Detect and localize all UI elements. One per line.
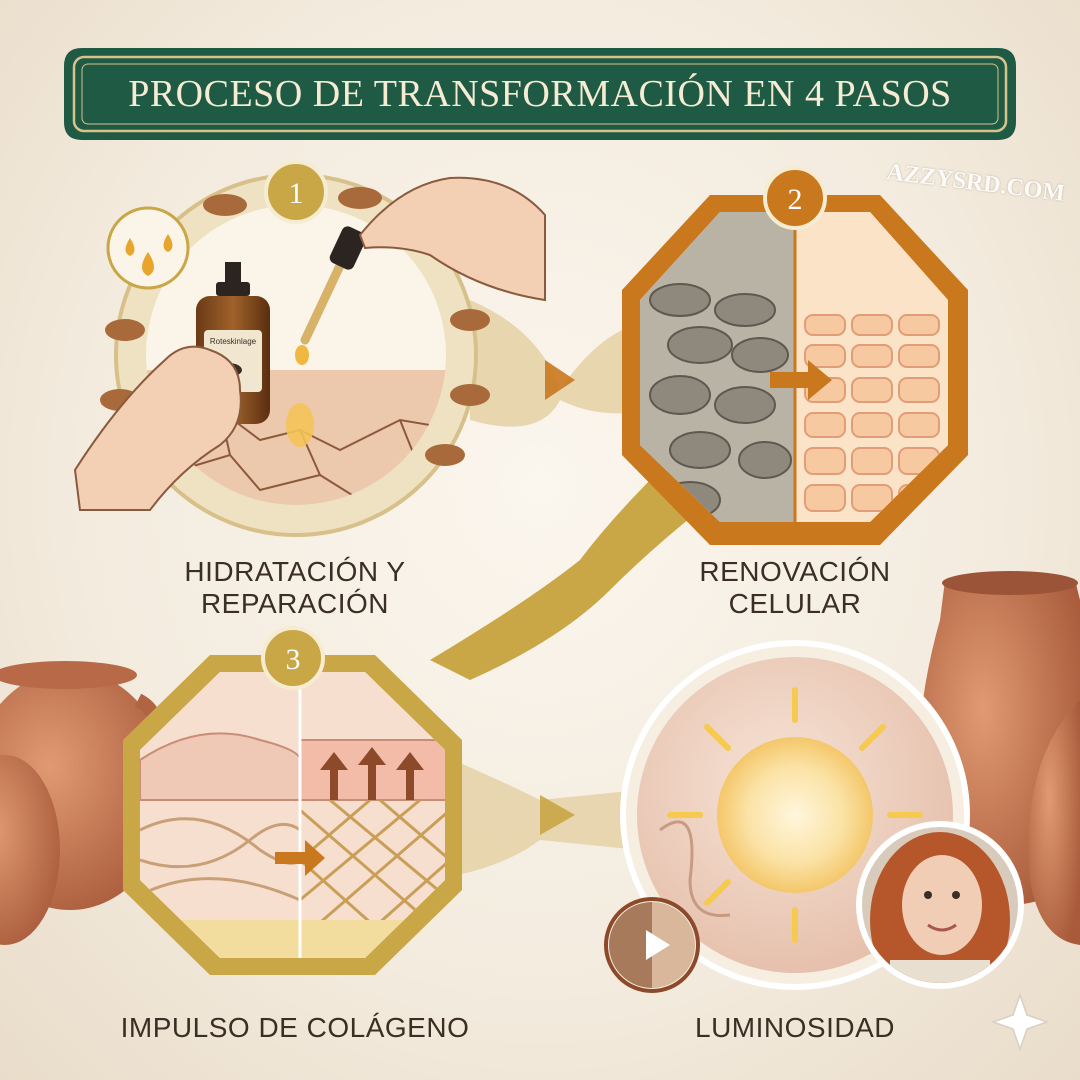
step-4-panel — [604, 640, 1024, 993]
step-2-panel: 2 — [622, 166, 968, 545]
page-title: PROCESO DE TRANSFORMACIÓN EN 4 PASOS — [128, 73, 952, 115]
connector-2-to-3 — [430, 470, 700, 680]
oil-drops-icon — [106, 206, 190, 290]
avatar — [856, 821, 1024, 989]
step-2-number: 2 — [788, 183, 803, 216]
connector-3-to-4 — [430, 750, 640, 880]
sparkle-icon — [990, 992, 1050, 1052]
renewal-arrow-icon — [770, 360, 832, 400]
upward-arrows-icon — [320, 747, 424, 800]
step-1-label-line2: REPARACIÓN — [200, 588, 390, 619]
step-1-number: 1 — [289, 177, 304, 210]
step-4-label: LUMINOSIDAD — [660, 1012, 930, 1044]
step-2-badge: 2 — [763, 166, 827, 230]
step-2-label-line1: RENOVACIÓN — [699, 556, 891, 587]
collagen-arrow-icon — [275, 840, 325, 876]
step-2-label-line2: CELULAR — [728, 588, 862, 619]
connector-1-to-2 — [470, 300, 650, 427]
bottle-label: Roteskinlage — [210, 337, 257, 346]
step-3-panel: 3 — [123, 626, 462, 975]
step-2-label: RENOVACIÓN CELULAR — [660, 556, 930, 620]
title-banner — [64, 48, 1016, 140]
step-3-number: 3 — [286, 643, 301, 676]
step-1-label-line1: HIDRATACIÓN Y — [184, 556, 406, 587]
step-3-label-line1: IMPULSO DE COLÁGENO — [120, 1012, 470, 1043]
step-3-badge: 3 — [261, 626, 325, 690]
step-1-badge: 1 — [264, 160, 328, 224]
step-1-label: HIDRATACIÓN Y REPARACIÓN — [150, 556, 440, 620]
step-1-panel: Roteskinlage 1 — [73, 160, 546, 537]
step-4-label-line1: LUMINOSIDAD — [695, 1012, 895, 1043]
step-3-label: IMPULSO DE COLÁGENO — [100, 1012, 490, 1044]
before-after-play-icon[interactable] — [604, 897, 700, 993]
